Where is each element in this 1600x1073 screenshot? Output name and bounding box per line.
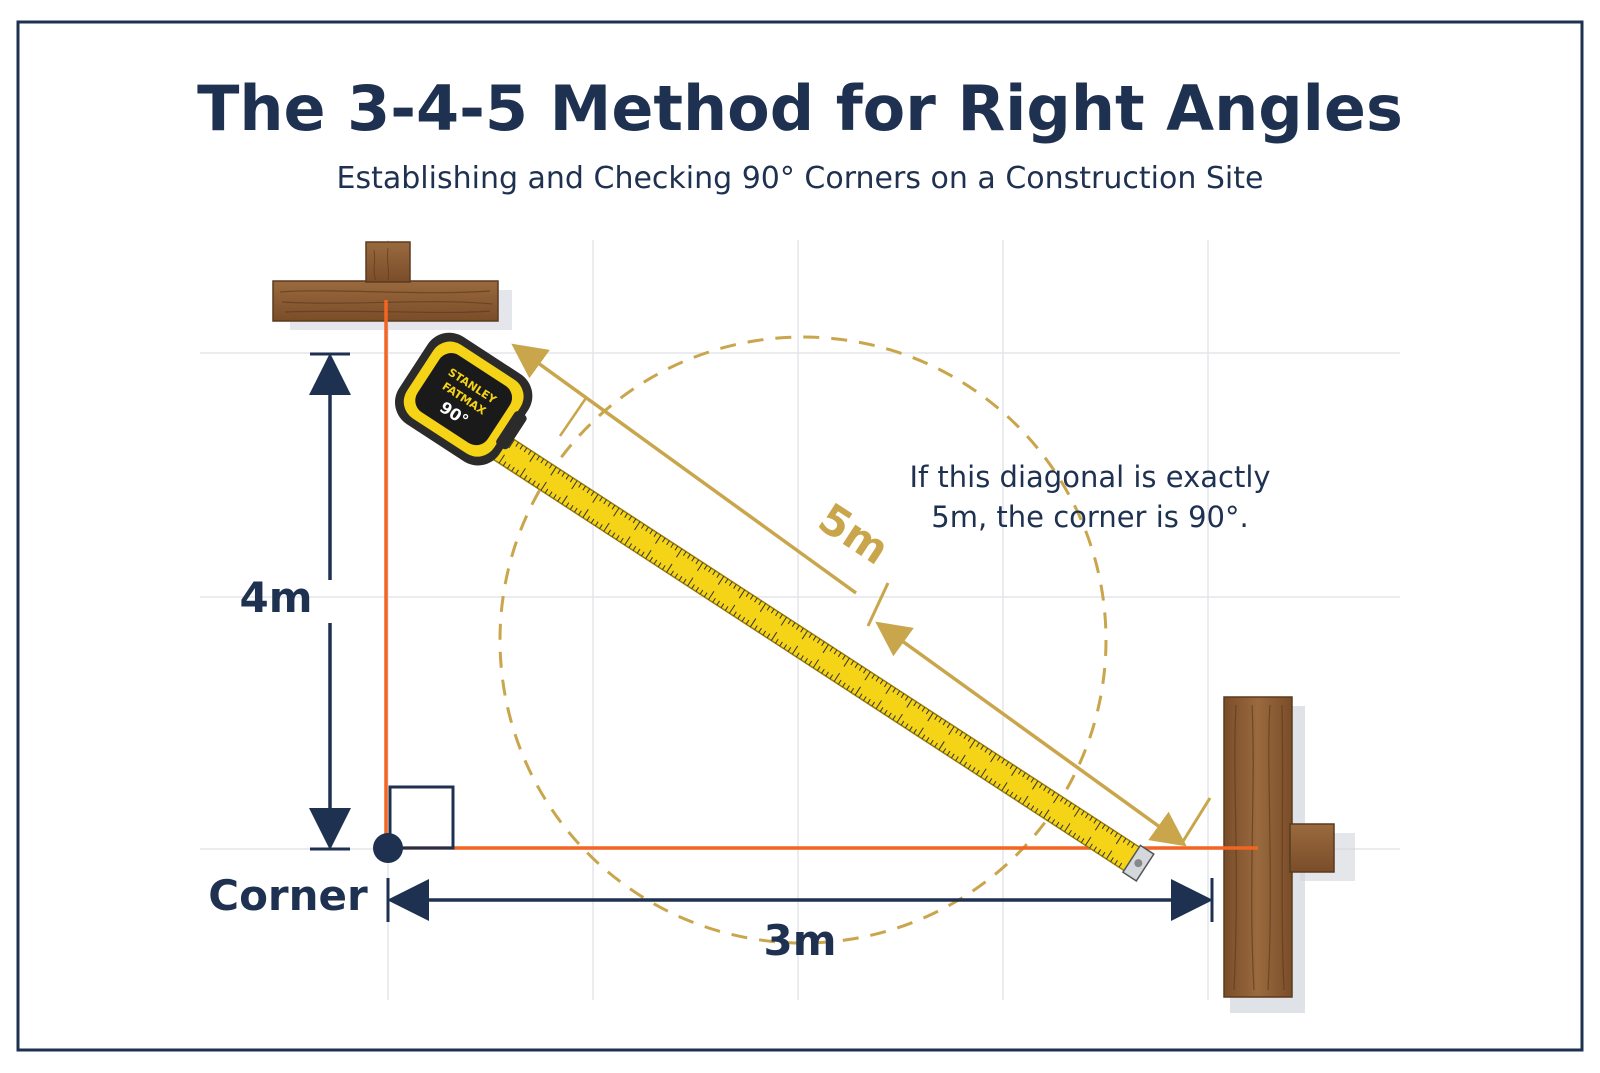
diagonal-dimension bbox=[511, 343, 1212, 847]
vertical-dimension bbox=[309, 352, 351, 851]
corner-label: Corner bbox=[208, 871, 368, 920]
page-subtitle: Establishing and Checking 90° Corners on… bbox=[337, 161, 1264, 196]
right-angle-marker bbox=[388, 785, 455, 850]
tape-measure-case: STANLEY FATMAX 90° bbox=[394, 332, 533, 466]
vertical-length-label: 4m bbox=[240, 573, 313, 622]
diagonal-note-line1: If this diagonal is exactly bbox=[909, 460, 1270, 494]
horizontal-dimension bbox=[386, 878, 1214, 922]
corner-point bbox=[373, 833, 403, 863]
diagonal-note-line2: 5m, the corner is 90°. bbox=[931, 500, 1248, 534]
page-title: The 3-4-5 Method for Right Angles bbox=[197, 72, 1403, 145]
horizontal-length-label: 3m bbox=[764, 916, 837, 965]
